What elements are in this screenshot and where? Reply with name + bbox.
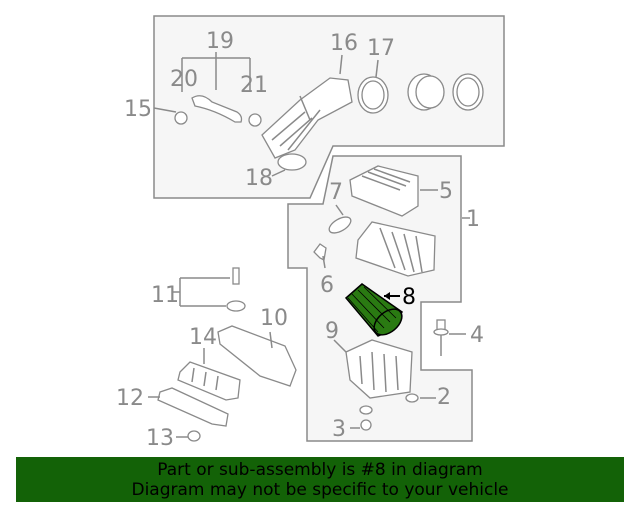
bolt-small xyxy=(360,419,372,431)
label-5[interactable]: 5 xyxy=(439,179,453,204)
air-cleaner-housing-lower xyxy=(333,339,413,399)
label-8[interactable]: 8 xyxy=(402,285,416,310)
label-18[interactable]: 18 xyxy=(245,166,273,191)
gasket xyxy=(328,216,352,234)
label-13[interactable]: 13 xyxy=(146,426,174,451)
label-17[interactable]: 17 xyxy=(367,36,395,61)
info-banner: Part or sub-assembly is #8 in diagram Di… xyxy=(16,457,624,502)
screw xyxy=(176,430,201,442)
label-10[interactable]: 10 xyxy=(260,306,288,331)
bolt xyxy=(433,319,466,356)
air-cleaner-housing-upper xyxy=(355,221,436,277)
air-cleaner-cover xyxy=(349,165,438,217)
clamp-rings xyxy=(357,59,484,114)
grommet xyxy=(405,393,419,403)
label-3[interactable]: 3 xyxy=(332,417,346,442)
label-14[interactable]: 14 xyxy=(189,325,217,350)
label-19[interactable]: 19 xyxy=(206,29,234,54)
label-20[interactable]: 20 xyxy=(170,67,198,92)
label-9[interactable]: 9 xyxy=(325,319,339,344)
banner-line-1: Part or sub-assembly is #8 in diagram xyxy=(157,460,483,480)
label-7[interactable]: 7 xyxy=(329,180,343,205)
intake-duct xyxy=(261,54,353,177)
label-21[interactable]: 21 xyxy=(240,73,268,98)
air-filter-element[interactable] xyxy=(344,283,407,340)
hose-assembly xyxy=(153,52,262,127)
label-4[interactable]: 4 xyxy=(470,323,484,348)
label-11[interactable]: 11 xyxy=(151,283,179,308)
banner-line-2: Diagram may not be specific to your vehi… xyxy=(131,480,509,500)
label-16[interactable]: 16 xyxy=(330,31,358,56)
label-12[interactable]: 12 xyxy=(116,386,144,411)
label-2[interactable]: 2 xyxy=(437,385,451,410)
bracket xyxy=(157,387,229,427)
label-1[interactable]: 1 xyxy=(466,207,480,232)
label-15[interactable]: 15 xyxy=(124,97,152,122)
bolt-and-clip xyxy=(172,267,246,312)
duct-lower xyxy=(177,325,297,401)
label-6[interactable]: 6 xyxy=(320,273,334,298)
